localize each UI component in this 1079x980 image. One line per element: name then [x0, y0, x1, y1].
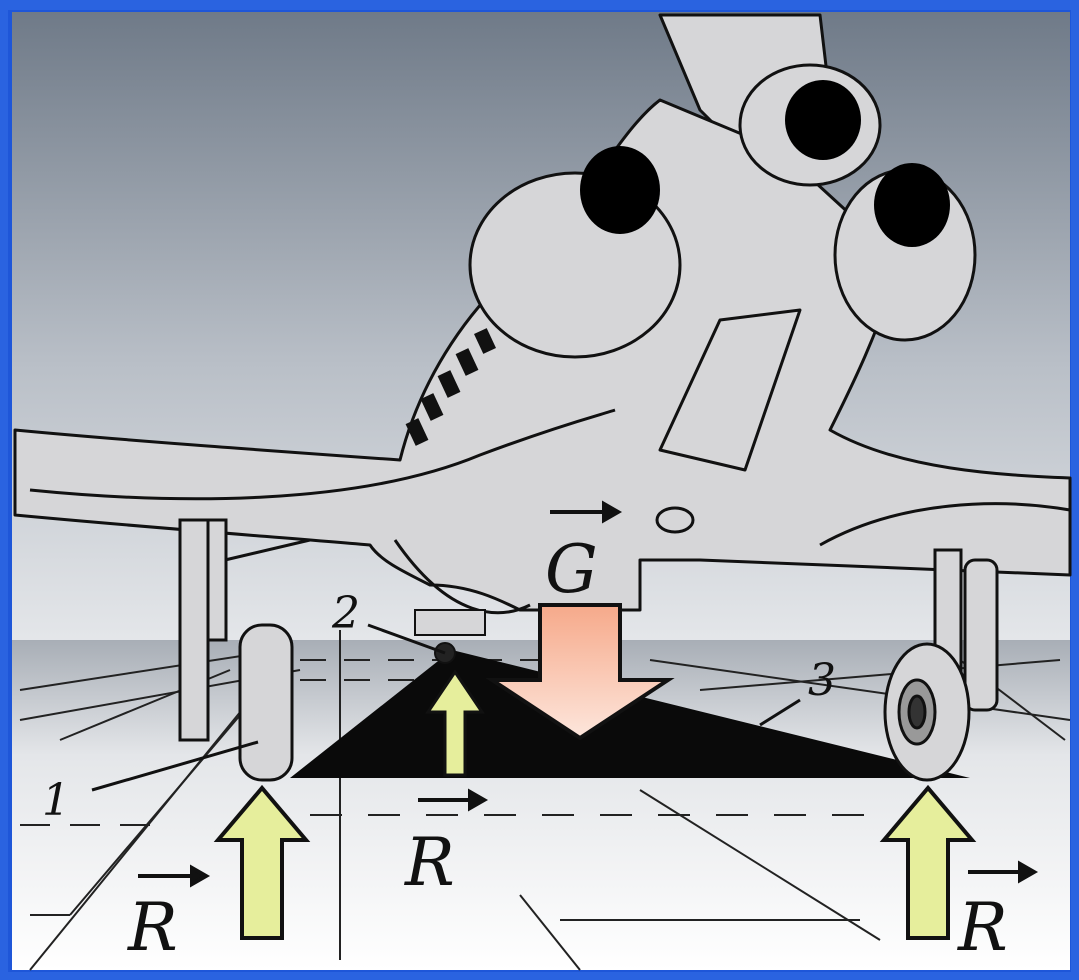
gravity-label: G [545, 531, 598, 608]
support-point-label-3: 3 [808, 655, 836, 706]
support-point-label-1: 1 [42, 775, 70, 826]
support-point-label-2: 2 [331, 588, 360, 639]
reaction-label-right: R [957, 889, 1008, 966]
reaction-label-center: R [404, 824, 455, 901]
reaction-label-left: R [127, 889, 178, 966]
